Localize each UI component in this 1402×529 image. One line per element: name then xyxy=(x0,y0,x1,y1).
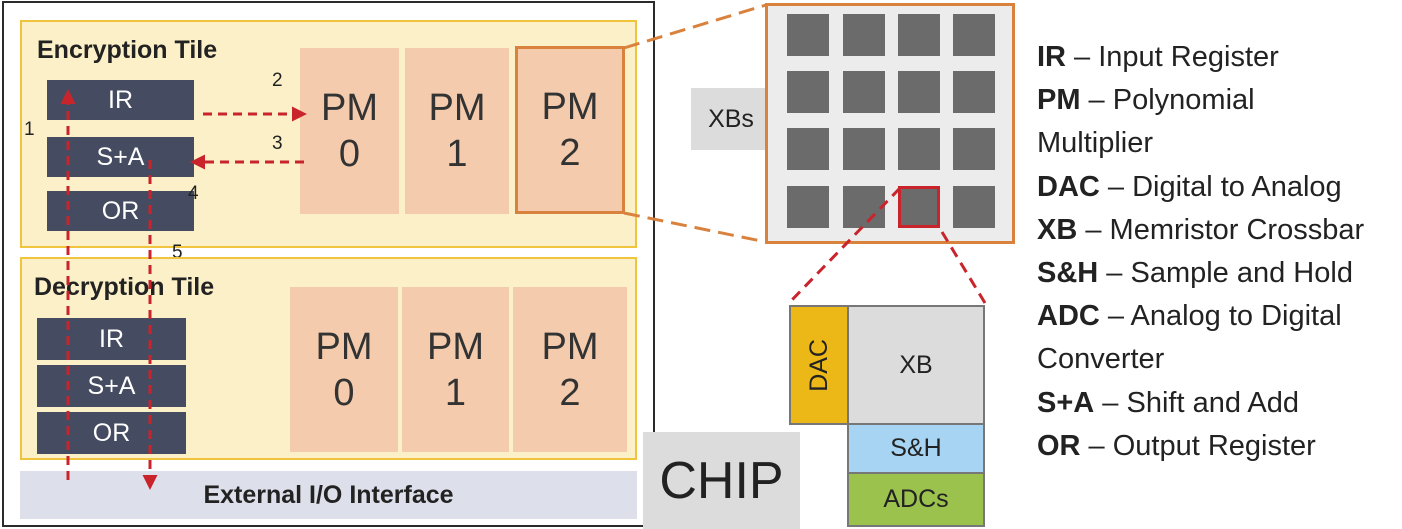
crossbar-cell xyxy=(843,71,885,113)
decryption-shift-add: S+A xyxy=(37,365,186,407)
dac-block: DAC xyxy=(789,305,849,425)
pm-index: 0 xyxy=(338,133,361,175)
decryption-pm-0: PM 0 xyxy=(290,287,398,452)
pm-index: 2 xyxy=(559,371,581,414)
crossbar-cell xyxy=(843,128,885,170)
step-number-4: 4 xyxy=(188,183,199,204)
crossbar-cell xyxy=(843,14,885,56)
crossbar-cell xyxy=(953,186,995,228)
decryption-pm-1: PM 1 xyxy=(402,287,509,452)
crossbar-cell xyxy=(787,128,829,170)
legend-description: Multiplier xyxy=(1037,127,1154,160)
decryption-tile-title: Decryption Tile xyxy=(34,273,215,301)
crossbar-cell-selected xyxy=(898,186,940,228)
crossbar-cell xyxy=(953,71,995,113)
crossbar-cell xyxy=(843,186,885,228)
legend-abbr: S+A xyxy=(1037,386,1095,419)
legend-entry: ADC – Analog to Digital xyxy=(1037,295,1402,338)
encryption-shift-add: S+A xyxy=(47,137,194,177)
legend-entry: Converter xyxy=(1037,338,1402,381)
legend-abbr: IR xyxy=(1037,41,1066,73)
legend-entry: Multiplier xyxy=(1037,122,1402,165)
crossbar-cell xyxy=(898,14,940,56)
xbs-label: XBs xyxy=(691,88,771,150)
legend-description: – Polynomial xyxy=(1080,84,1255,117)
step-number-1: 1 xyxy=(24,119,35,140)
step-number-5: 5 xyxy=(172,242,183,263)
crossbar-cell xyxy=(953,128,995,170)
pm-index: 1 xyxy=(444,371,467,414)
legend-abbr: PM xyxy=(1037,84,1081,117)
pm-label: PM xyxy=(428,87,486,129)
encryption-pm-1: PM 1 xyxy=(405,48,509,214)
encryption-tile-title: Encryption Tile xyxy=(37,36,218,64)
step-number-3: 3 xyxy=(272,133,283,154)
zoom-connector-left xyxy=(787,186,902,305)
pm-label: PM xyxy=(541,325,599,368)
pm-label: PM xyxy=(541,86,599,128)
legend-entry: DAC – Digital to Analog xyxy=(1037,166,1402,209)
decryption-output-register: OR xyxy=(37,412,186,454)
legend-entry: S+A – Shift and Add xyxy=(1037,382,1402,425)
external-io-interface: External I/O Interface xyxy=(20,471,637,519)
pm-index: 2 xyxy=(559,132,581,174)
legend-entry: S&H – Sample and Hold xyxy=(1037,252,1402,295)
chip-label: CHIP xyxy=(643,432,800,529)
legend-description: Converter xyxy=(1037,343,1165,376)
legend-entry: PM – Polynomial xyxy=(1037,79,1402,122)
legend-description: – Input Register xyxy=(1066,41,1279,73)
pm-index: 1 xyxy=(446,133,468,175)
sample-hold-block: S&H xyxy=(847,423,985,474)
legend-abbr: ADC xyxy=(1037,300,1100,333)
encryption-pm-2-highlighted: PM 2 xyxy=(515,46,625,214)
legend-abbr: S&H xyxy=(1037,257,1099,290)
crossbar-cell xyxy=(898,71,940,113)
crossbar-cell xyxy=(898,128,940,170)
legend-description: – Sample and Hold xyxy=(1098,257,1353,290)
zoom-connector-right xyxy=(940,231,987,304)
legend-abbr: XB xyxy=(1037,213,1078,246)
crossbar-cell xyxy=(787,186,829,228)
encryption-output-register: OR xyxy=(47,191,194,231)
xb-block: XB xyxy=(847,305,985,425)
legend-description: – Memristor Crossbar xyxy=(1077,213,1365,246)
crossbar-cell xyxy=(953,14,995,56)
adcs-block: ADCs xyxy=(847,472,985,527)
crossbar-cell xyxy=(787,71,829,113)
pm-label: PM xyxy=(315,325,373,368)
pm-label: PM xyxy=(321,87,378,129)
legend-description: – Output Register xyxy=(1080,429,1316,462)
legend-description: – Shift and Add xyxy=(1094,386,1300,419)
crossbar-cell xyxy=(787,14,829,56)
encryption-pm-0: PM 0 xyxy=(300,48,399,214)
legend-entry: OR – Output Register xyxy=(1037,425,1402,468)
pm-index: 0 xyxy=(333,371,355,414)
legend-description: – Digital to Analog xyxy=(1099,170,1342,203)
decryption-input-register: IR xyxy=(37,318,186,360)
legend-entry: XB – Memristor Crossbar xyxy=(1037,209,1402,252)
zoom-connector-top xyxy=(623,3,767,50)
pm-label: PM xyxy=(427,325,484,368)
step-number-2: 2 xyxy=(272,70,283,91)
zoom-connector-bottom xyxy=(623,211,767,244)
decryption-pm-2: PM 2 xyxy=(513,287,627,452)
legend-abbr: DAC xyxy=(1037,170,1100,203)
legend-description: – Analog to Digital xyxy=(1099,300,1342,333)
legend-abbr: OR xyxy=(1037,429,1081,462)
legend-entry: IR – Input Register xyxy=(1037,36,1402,79)
